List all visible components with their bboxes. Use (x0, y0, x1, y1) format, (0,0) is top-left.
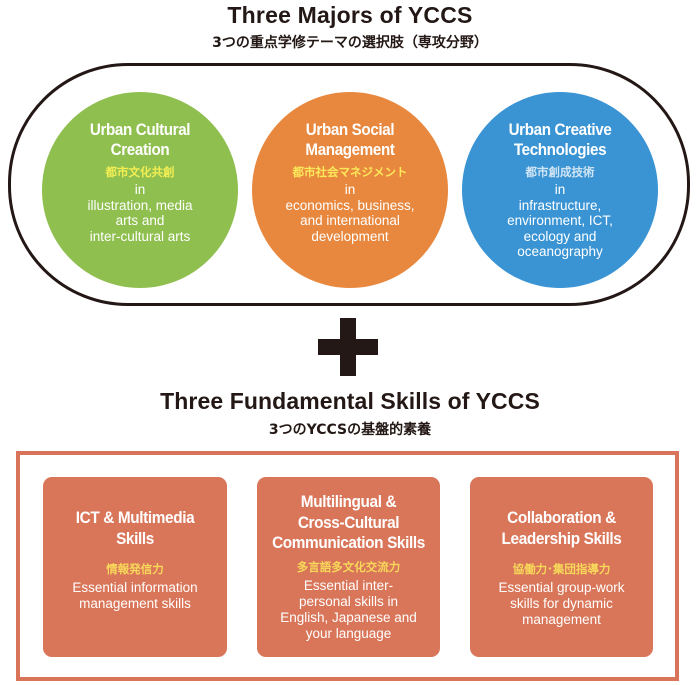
major-name-line: Urban Cultural (89, 121, 191, 139)
major-name-line: Urban Creative (508, 121, 612, 139)
skill-name-line: Skills (116, 529, 154, 548)
skill-name-line: Cross-Cultural (297, 513, 400, 532)
skill-name-line: Multilingual & (300, 493, 397, 511)
desc-line: personal skills in (298, 593, 399, 609)
skills-subtitle: 3つのYCCSの基盤的素養 (268, 422, 432, 438)
skill-name-line: Communication Skills (272, 534, 425, 552)
desc-line: oceanography (517, 244, 603, 259)
desc-line: Essential information (72, 580, 198, 595)
majors-container-outline (8, 63, 690, 306)
major-name-line: Management (305, 141, 395, 159)
major-description: in illustration, media arts and inter-cu… (42, 182, 238, 244)
skill-card-multilingual-communication: Multilingual & Cross-Cultural Communicat… (257, 477, 440, 657)
desc-line: in (344, 182, 356, 197)
major-description: in economics, business, and internationa… (252, 182, 448, 244)
skill-card-ict-multimedia: ICT & Multimedia Skills 情報発信力 Essential … (43, 477, 227, 657)
skills-container-outline (16, 451, 679, 681)
skill-description: Essential group-work skills for dynamic … (470, 580, 653, 628)
plus-icon (318, 318, 378, 376)
desc-line: Essential group-work (498, 580, 625, 595)
skill-jp-name: 多言語多文化交流力 (296, 559, 401, 574)
desc-line: skills for dynamic (510, 596, 613, 611)
desc-line: infrastructure, (518, 197, 602, 213)
skill-jp-name: 協働力･集団指導力 (512, 562, 611, 576)
desc-line: illustration, media (87, 197, 193, 213)
major-name-line: Technologies (513, 141, 607, 159)
major-jp-name: 都市社会マネジメント (292, 165, 408, 179)
major-urban-social-management: Urban Social Management 都市社会マネジメント in ec… (252, 92, 448, 288)
desc-line: in (554, 182, 566, 197)
major-name: Urban Social Management (260, 120, 440, 160)
major-description: in infrastructure, environment, ICT, eco… (462, 182, 658, 260)
desc-line: environment, ICT, (507, 213, 613, 228)
desc-line: development (311, 228, 389, 244)
skill-jp-name: 情報発信力 (106, 562, 164, 576)
skill-name-line: Collaboration & (507, 509, 616, 527)
skill-name: Multilingual & Cross-Cultural Communicat… (263, 492, 433, 554)
major-urban-cultural-creation: Urban Cultural Creation 都市文化共創 in illust… (42, 92, 238, 288)
skill-name-line: ICT & Multimedia (75, 509, 195, 527)
desc-line: inter-cultural arts (89, 228, 191, 244)
desc-line: your language (305, 625, 392, 641)
desc-line: Essential inter- (303, 577, 394, 593)
major-jp-name: 都市創成技術 (525, 165, 595, 179)
skills-title: Three Fundamental Skills of YCCS (160, 388, 540, 414)
desc-line: management skills (79, 596, 191, 611)
desc-line: English, Japanese and (280, 609, 417, 625)
skill-name: Collaboration & Leadership Skills (476, 508, 646, 549)
majors-title: Three Majors of YCCS (227, 2, 473, 28)
skill-description: Essential inter- personal skills in Engl… (257, 578, 440, 642)
desc-line: management (522, 612, 601, 627)
skill-name: ICT & Multimedia Skills (49, 508, 220, 549)
major-jp-name: 都市文化共創 (105, 165, 175, 179)
majors-subtitle: 3つの重点学修テーマの選択肢（専攻分野） (212, 35, 488, 51)
desc-line: and international (300, 213, 400, 228)
major-urban-creative-technologies: Urban Creative Technologies 都市創成技術 in in… (462, 92, 658, 288)
major-name: Urban Cultural Creation (50, 120, 230, 160)
desc-line: ecology and (523, 228, 597, 244)
desc-line: in (134, 182, 146, 197)
skill-description: Essential information management skills (43, 580, 227, 612)
desc-line: arts and (115, 213, 165, 228)
major-name-line: Creation (110, 141, 170, 159)
desc-line: economics, business, (285, 197, 415, 213)
skill-card-collaboration-leadership: Collaboration & Leadership Skills 協働力･集団… (470, 477, 653, 657)
major-name-line: Urban Social (305, 121, 395, 139)
skill-name-line: Leadership Skills (501, 529, 622, 548)
major-name: Urban Creative Technologies (470, 120, 650, 160)
